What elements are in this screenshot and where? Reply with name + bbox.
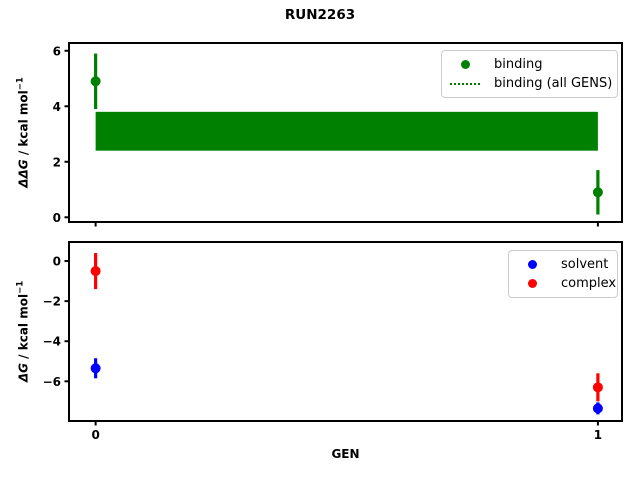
binding-marker-icon bbox=[460, 60, 470, 69]
y-axis-label-bottom-unit: / kcal mol bbox=[16, 293, 31, 363]
legend-legs: solvent complex bbox=[508, 250, 618, 298]
y-axis-label-bottom-math: ΔG bbox=[16, 363, 31, 383]
legend-swatch-column bbox=[450, 60, 480, 69]
legend-label-solvent: solvent bbox=[561, 257, 609, 272]
y-tick-label: 0 bbox=[53, 211, 61, 225]
y-tick-label: 4 bbox=[53, 100, 61, 114]
solvent-data-point bbox=[90, 363, 101, 374]
legend-swatch-column bbox=[517, 260, 547, 269]
x-axis-label: GEN bbox=[331, 447, 360, 461]
legend-label-binding: binding bbox=[494, 57, 543, 72]
legend-label-binding-all-gens: binding (all GENS) bbox=[494, 76, 613, 91]
binding-data-point bbox=[592, 187, 603, 198]
x-tick-label: 0 bbox=[91, 428, 99, 442]
y-axis-label-bottom-sup: −1 bbox=[15, 280, 26, 294]
axes-frame bbox=[68, 42, 623, 223]
solvent-data-point bbox=[592, 403, 603, 414]
y-tick-label: −6 bbox=[43, 375, 61, 389]
chart-title: RUN2263 bbox=[284, 7, 356, 23]
y-axis-label-bottom: ΔG / kcal mol−1 bbox=[16, 242, 33, 422]
complex-data-point bbox=[592, 382, 603, 393]
legend-item-complex: complex bbox=[517, 276, 616, 291]
legend-binding: binding binding (all GENS) bbox=[441, 50, 618, 98]
legend-label-complex: complex bbox=[561, 276, 617, 291]
y-axis-label-top-unit: / kcal mol bbox=[16, 90, 31, 160]
axes-frame bbox=[68, 241, 623, 422]
legend-item-binding: binding bbox=[450, 57, 609, 72]
y-axis-label-top-math: ΔΔG bbox=[16, 159, 31, 188]
y-tick-label: 0 bbox=[53, 255, 61, 269]
y-axis-label-top: ΔΔG / kcal mol−1 bbox=[16, 43, 33, 223]
all-gens-band bbox=[95, 111, 598, 151]
dotted-line-icon bbox=[450, 82, 480, 85]
legend-swatch-column bbox=[517, 279, 547, 288]
complex-marker-icon bbox=[527, 279, 537, 288]
legend-swatch-column bbox=[450, 82, 480, 85]
legend-item-solvent: solvent bbox=[517, 257, 609, 272]
solvent-marker-icon bbox=[527, 260, 537, 269]
y-tick-label: 6 bbox=[53, 44, 61, 58]
binding-data-point bbox=[90, 76, 101, 87]
y-axis-label-top-sup: −1 bbox=[15, 77, 26, 91]
y-tick-label: −2 bbox=[43, 295, 61, 309]
legend-item-binding-all-gens: binding (all GENS) bbox=[450, 76, 613, 91]
y-tick-label: 2 bbox=[53, 155, 61, 169]
y-tick-label: −4 bbox=[43, 335, 61, 349]
x-tick-label: 1 bbox=[594, 428, 602, 442]
complex-data-point bbox=[90, 266, 101, 277]
